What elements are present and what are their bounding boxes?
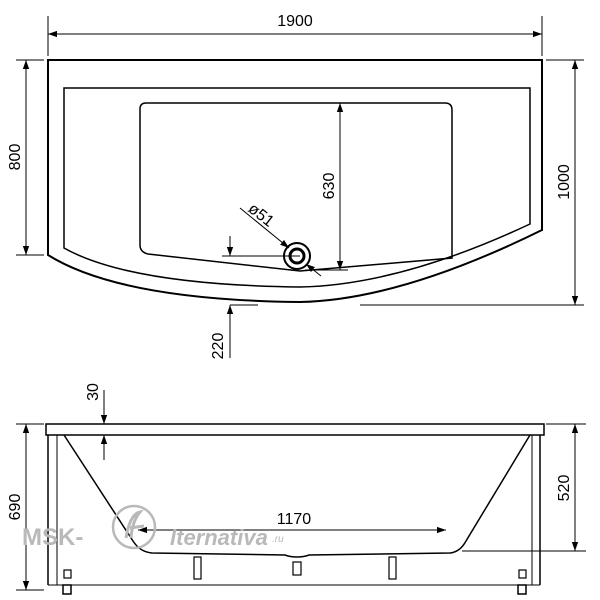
- dim-total-height-label: 690: [7, 494, 24, 521]
- dim-width-label: 1900: [277, 13, 313, 30]
- side-view-legs: [62, 556, 527, 595]
- watermark-text-right: lternativa: [170, 525, 268, 550]
- dim-drain-diameter-arrow: [305, 263, 322, 277]
- top-view: [47, 59, 543, 304]
- dim-drain-diameter-leader: [239, 207, 290, 249]
- dim-depth-left-label: 800: [7, 144, 24, 171]
- dim-rim-label: 30: [85, 383, 102, 401]
- top-view-dimensions: 1900 800 1000 630 220 ø51: [7, 13, 584, 359]
- side-view-dimensions: 30 690 520 1170: [7, 383, 586, 591]
- watermark-domain: .ru: [272, 534, 284, 545]
- top-view-basin-bottom: [139, 102, 453, 272]
- side-view: [45, 423, 545, 595]
- dim-drain-offset-label: 220: [210, 333, 227, 360]
- watermark-logo-icon: [111, 504, 157, 550]
- side-view-rim: [45, 423, 545, 436]
- watermark: MSK- lternativa .ru: [22, 504, 284, 551]
- top-view-outer-contour: [47, 59, 543, 304]
- dim-tub-height-label: 520: [556, 475, 573, 502]
- watermark-text-left: MSK-: [22, 524, 83, 551]
- dim-inner-depth-label: 630: [321, 173, 338, 200]
- side-view-basin: [63, 434, 531, 558]
- dim-bottom-length-label: 1170: [277, 511, 312, 528]
- top-view-inner-rim: [63, 87, 531, 288]
- dim-depth-right-label: 1000: [556, 164, 573, 200]
- dim-drain-diameter-label: ø51: [245, 200, 277, 230]
